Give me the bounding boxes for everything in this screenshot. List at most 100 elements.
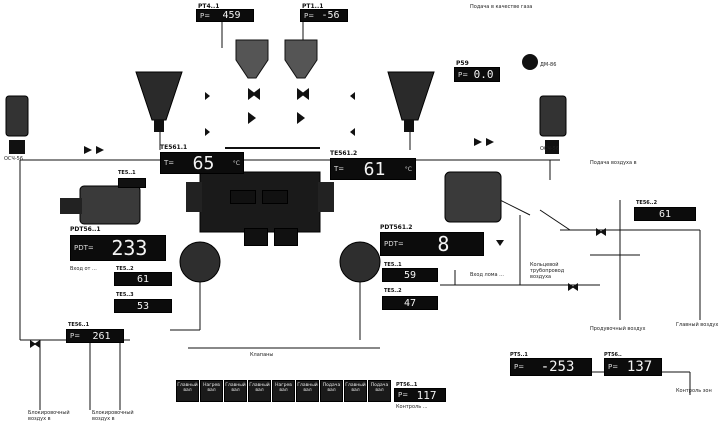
left-label-1: Вход от ... (70, 266, 97, 272)
te-right-small-1-value: 59 (403, 269, 417, 281)
te-right-small-1-tag: TE5..1 (384, 262, 402, 268)
left-cylinder-label: ОСЧ-56 (4, 156, 24, 162)
legend-button-label: Подача вал (370, 383, 389, 393)
legend-button-7[interactable]: Главный вал (344, 380, 367, 402)
legend-button-label: Нагрев вал (275, 383, 292, 393)
te-left-small-2-value: 61 (136, 273, 150, 285)
te-left-small-3-display[interactable]: 53 (114, 299, 172, 313)
p59-prefix: P= (458, 70, 469, 79)
pt-137-prefix: P= (608, 363, 619, 371)
pt-459-tag: PT4..1 (198, 3, 220, 10)
te561-2-unit: °C (404, 165, 412, 173)
left-label-3: Блокировочный воздух в (92, 410, 134, 422)
rdt-right-value: 8 (437, 232, 450, 256)
p59-display[interactable]: P= 0.0 (454, 67, 500, 82)
legend-button-1[interactable]: Нагрев вал (200, 380, 223, 402)
right-label-1: Подача воздуха в (590, 160, 637, 166)
pt-56-display[interactable]: P= -56 (300, 9, 348, 22)
te-right-small-2-tag: TE5..2 (384, 288, 402, 294)
legend-button-label: Главный вал (297, 383, 318, 393)
pt-bottom-left-display[interactable]: P= 261 (66, 329, 124, 343)
legend-button-5[interactable]: Главный вал (296, 380, 319, 402)
pt-56-prefix: P= (304, 11, 315, 20)
te-right-small-3-display[interactable]: 61 (634, 207, 696, 221)
rdt-left-prefix: PDT= (74, 244, 94, 252)
pt-117-label: Контроль ... (396, 404, 428, 410)
compressor-indicator-2[interactable] (262, 190, 288, 204)
legend-button-label: Нагрев вал (203, 383, 220, 393)
legend-button-label: Главный вал (225, 383, 246, 393)
legend-button-6[interactable]: Подача вал (320, 380, 343, 402)
pt-117-display[interactable]: P= 117 (394, 388, 446, 402)
rdt-right-display[interactable]: PDT= 8 (380, 232, 484, 256)
pt-56-value: -56 (321, 10, 340, 21)
te561-2-tag: TE561.2 (330, 150, 358, 157)
te-left-small-2-display[interactable]: 61 (114, 272, 172, 286)
rdt-right-prefix: PDT= (384, 240, 404, 248)
pt-253-value: -253 (540, 359, 575, 375)
pt-253-prefix: P= (514, 363, 525, 371)
rdt-right-tag: PDT561.2 (380, 224, 413, 231)
te561-1-tag: TE561.1 (160, 144, 188, 151)
pt-137-tag: PT56.. (604, 352, 622, 358)
pt-117-prefix: P= (398, 391, 409, 399)
te-right-small-2-display[interactable]: 47 (382, 296, 438, 310)
te-left-small-1-tag: TE5..1 (118, 170, 136, 176)
te561-2-value: 61 (363, 158, 386, 180)
compressor-indicator-1[interactable] (230, 190, 256, 204)
pt-253-tag: PT5..1 (510, 352, 528, 358)
pt-117-value: 117 (416, 388, 437, 402)
te-left-small-2-tag: TE5..2 (116, 266, 134, 272)
left-label-2: Блокировочный воздух в (28, 410, 70, 422)
legend-button-label: Подача вал (322, 383, 341, 393)
right-cylinder-label: ОСЧ-56 (540, 146, 560, 152)
rdt-left-value: 233 (111, 236, 148, 260)
te-right-small-1-display[interactable]: 59 (382, 268, 438, 282)
pt-137-display[interactable]: P= 137 (604, 358, 662, 376)
p59-value: 0.0 (473, 68, 494, 81)
pt-459-display[interactable]: P= 459 (196, 9, 254, 22)
top-right-label: Подача в качестве газа (470, 4, 533, 10)
right-label-2: Главный воздух (676, 322, 719, 328)
center-valves-label: Клапаны (250, 352, 274, 358)
pt-459-prefix: P= (200, 11, 211, 20)
p59-tag: P59 (456, 60, 469, 67)
te561-1-value: 65 (192, 152, 215, 174)
pt-bottom-left-prefix: P= (70, 332, 81, 340)
te561-2-display[interactable]: T= 61 °C (330, 158, 416, 180)
pt-56-tag: PT1..1 (302, 3, 324, 10)
pt-bottom-left-value: 261 (92, 330, 111, 342)
te-right-small-2-value: 47 (403, 297, 417, 309)
dm-label: ДМ-86 (540, 62, 557, 68)
compressor-valve-1[interactable] (244, 228, 268, 246)
pt-253-display[interactable]: P= -253 (510, 358, 592, 376)
pt-137-value: 137 (626, 359, 653, 375)
te-right-small-3-tag: TE56..2 (636, 200, 658, 206)
compressor-valve-2[interactable] (274, 228, 298, 246)
te561-2-prefix: T= (334, 165, 345, 173)
rdt-left-display[interactable]: PDT= 233 (70, 235, 166, 261)
right-label-4: Вход лома ... (470, 272, 504, 278)
te-left-small-3-value: 53 (136, 300, 150, 312)
legend-button-label: Главный вал (177, 383, 198, 393)
te561-1-unit: °C (232, 159, 240, 167)
te-right-small-3-value: 61 (658, 208, 672, 220)
rdt-left-tag: PDT56..1 (70, 226, 101, 233)
legend-button-0[interactable]: Главный вал (176, 380, 199, 402)
legend-button-2[interactable]: Главный вал (224, 380, 247, 402)
pt-117-tag: PT56..1 (396, 382, 418, 388)
legend-button-4[interactable]: Нагрев вал (272, 380, 295, 402)
right-label-3: Продувочный воздух (590, 326, 646, 332)
te561-1-display[interactable]: T= 65 °C (160, 152, 244, 174)
te561-1-prefix: T= (164, 159, 175, 167)
legend-button-label: Главный вал (345, 383, 366, 393)
te-left-small-1-display[interactable] (118, 178, 146, 188)
pt-bottom-left-tag: TE56..1 (68, 322, 90, 328)
legend-button-3[interactable]: Главный вал (248, 380, 271, 402)
right-label-5: Кольцевой трубопровод воздуха (530, 262, 565, 280)
legend-button-8[interactable]: Подача вал (368, 380, 391, 402)
te-left-small-3-tag: TE5..3 (116, 292, 134, 298)
right-bottom-label: Контроль зон (676, 388, 712, 394)
